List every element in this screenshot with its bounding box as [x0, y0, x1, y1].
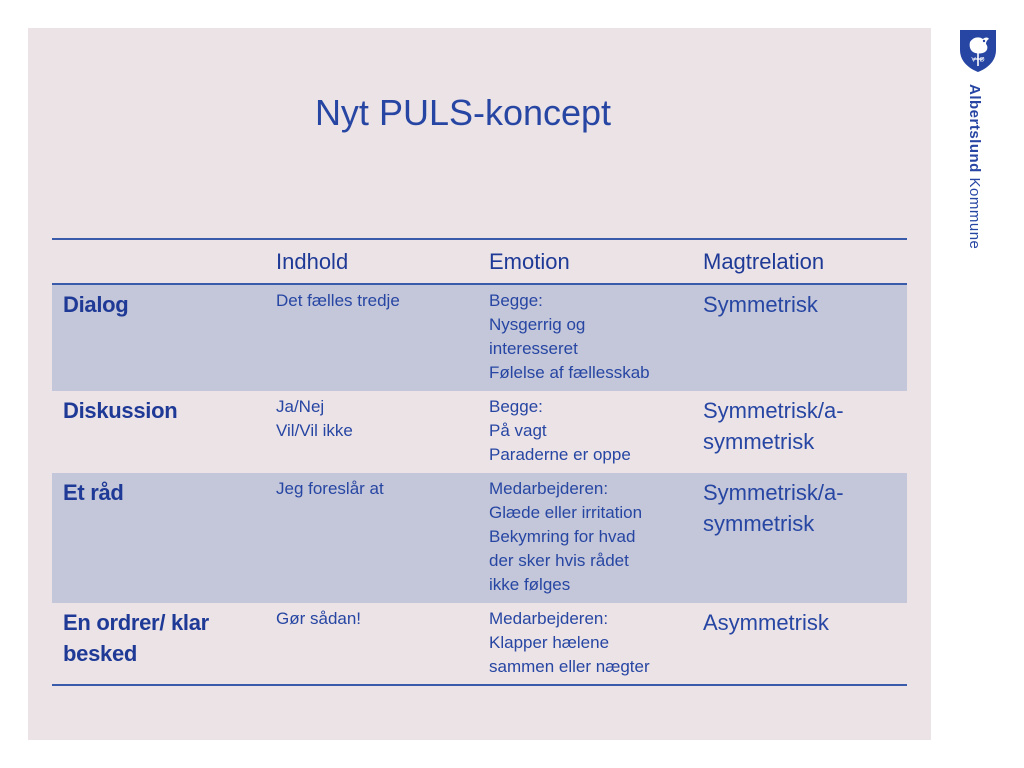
cell-magtrelation: Asymmetrisk: [703, 610, 829, 635]
table-row-en-ordrer: En ordrer/ klar besked Gør sådan! Medarb…: [52, 603, 907, 684]
row-label: Et råd: [63, 480, 124, 505]
cell-indhold: Ja/Nej Vil/Vil ikke: [276, 391, 489, 473]
cell-indhold: Det fælles tredje: [276, 285, 489, 391]
slide-title: Nyt PULS-koncept: [314, 92, 612, 133]
cell-emotion: Begge: På vagt Paraderne er oppe: [489, 391, 703, 473]
cell-line: der sker hvis rådet: [489, 551, 629, 570]
cell-line: Jeg foreslår at: [276, 479, 384, 498]
shield-logo-icon: V+Ø: [960, 30, 996, 72]
header-cell-indhold: Indhold: [276, 249, 349, 274]
cell-line: Medarbejderen:: [489, 479, 609, 498]
cell-line: Glæde eller irritation: [489, 503, 643, 522]
cell-line: Følelse af fællesskab: [489, 363, 650, 382]
table-header-row: Indhold Emotion Magtrelation: [52, 240, 907, 285]
puls-table: Indhold Emotion Magtrelation Dialog Det …: [52, 238, 907, 686]
logo-wordmark: Albertslund Kommune: [966, 84, 983, 249]
cell-emotion: Begge: Nysgerrig og interesseret Følelse…: [489, 285, 703, 391]
table-row-diskussion: Diskussion Ja/Nej Vil/Vil ikke Begge: På…: [52, 391, 907, 473]
cell-line: Bekymring for hvad: [489, 527, 636, 546]
header-cell-emotion: Emotion: [489, 249, 570, 274]
cell-line: Paraderne er oppe: [489, 445, 631, 464]
cell-magtrelation: Symmetrisk/a-symmetrisk: [703, 480, 844, 536]
cell-magtrelation: Symmetrisk/a-symmetrisk: [703, 398, 844, 454]
cell-line: Vil/Vil ikke: [276, 421, 353, 440]
cell-emotion: Medarbejderen: Glæde eller irritation Be…: [489, 473, 703, 603]
cell-line: Begge:: [489, 397, 543, 416]
cell-indhold: Jeg foreslår at: [276, 473, 489, 603]
cell-line: interesseret: [489, 339, 578, 358]
cell-line: Det fælles tredje: [276, 291, 400, 310]
cell-line: Gør sådan!: [276, 609, 362, 628]
row-label: Diskussion: [63, 398, 178, 423]
row-label: Dialog: [63, 292, 129, 317]
cell-indhold: Gør sådan!: [276, 603, 489, 684]
cell-line: På vagt: [489, 421, 547, 440]
cell-emotion: Medarbejderen: Klapper hælene sammen ell…: [489, 603, 703, 684]
header-cell-empty: [52, 240, 276, 283]
shield-text: V+Ø: [971, 57, 984, 64]
table-row-dialog: Dialog Det fælles tredje Begge: Nysgerri…: [52, 285, 907, 391]
logo-name-bold: Albertslund: [966, 84, 983, 173]
cell-line: Begge:: [489, 291, 543, 310]
table-row-et-raad: Et råd Jeg foreslår at Medarbejderen: Gl…: [52, 473, 907, 603]
logo-name-regular: Kommune: [966, 172, 983, 250]
cell-line: sammen eller nægter: [489, 657, 650, 676]
cell-line: Medarbejderen:: [489, 609, 609, 628]
cell-line: ikke følges: [489, 575, 571, 594]
cell-line: Klapper hælene: [489, 633, 610, 652]
row-label: En ordrer/ klar besked: [63, 610, 209, 666]
cell-magtrelation: Symmetrisk: [703, 292, 818, 317]
cell-line: Ja/Nej: [276, 397, 325, 416]
header-cell-magtrelation: Magtrelation: [703, 249, 825, 274]
cell-line: Nysgerrig og: [489, 315, 586, 334]
